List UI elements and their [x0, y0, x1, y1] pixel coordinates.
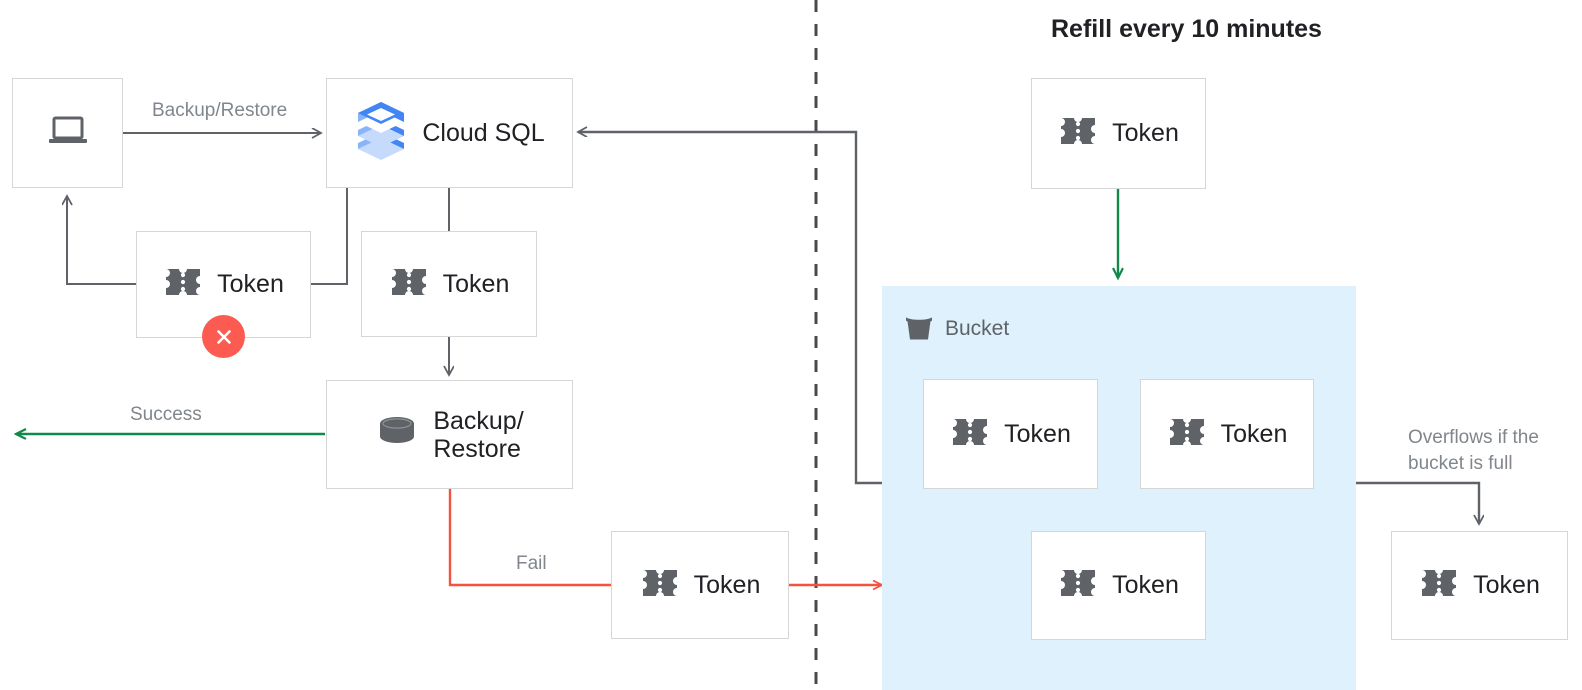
error-badge	[202, 315, 245, 358]
token-label: Token	[1112, 119, 1179, 147]
database-icon	[375, 413, 419, 456]
edge-label-success: Success	[130, 404, 202, 425]
token-label: Token	[442, 269, 510, 298]
node-backup-restore[interactable]: Backup/ Restore	[326, 380, 573, 489]
cloud-sql-label: Cloud SQL	[422, 119, 545, 147]
refill-heading: Refill every 10 minutes	[1051, 15, 1322, 43]
token-label: Token	[217, 270, 284, 298]
token-icon	[163, 266, 203, 303]
token-label: Token	[1112, 571, 1179, 599]
node-token-bucket-3[interactable]: Token	[1031, 531, 1206, 640]
token-icon	[640, 567, 680, 604]
token-icon	[1058, 115, 1098, 152]
wire-bucket-to-cloudsql	[578, 132, 882, 485]
cloud-sql-icon	[354, 100, 408, 167]
token-label: Token	[1004, 419, 1071, 448]
token-icon	[1058, 567, 1098, 604]
node-token-consumed[interactable]: Token	[361, 231, 537, 337]
node-token-bucket-1[interactable]: Token	[923, 379, 1098, 489]
wire-overflow	[1356, 481, 1479, 524]
node-token-refill[interactable]: Token	[1031, 78, 1206, 189]
token-label: Token	[1473, 571, 1540, 599]
node-cloud-sql[interactable]: Cloud SQL	[326, 78, 573, 188]
node-client[interactable]	[12, 78, 123, 188]
bucket-region-title: Bucket	[903, 311, 1009, 346]
node-token-fail[interactable]: Token	[611, 531, 789, 639]
edge-label-backup-restore: Backup/Restore	[152, 100, 288, 121]
node-token-bucket-2[interactable]: Token	[1140, 379, 1314, 489]
token-label: Token	[693, 570, 761, 599]
edge-label-fail: Fail	[516, 553, 547, 574]
backup-restore-label: Backup/ Restore	[433, 406, 524, 463]
close-icon	[216, 329, 231, 344]
token-icon	[389, 266, 429, 303]
bucket-icon	[903, 311, 935, 346]
token-icon	[1419, 567, 1459, 604]
laptop-icon	[47, 114, 89, 153]
token-icon	[950, 416, 990, 453]
edge-label-overflow: Overflows if the bucket is full	[1408, 427, 1539, 474]
token-icon	[1167, 416, 1207, 453]
node-token-overflow[interactable]: Token	[1391, 531, 1568, 640]
wire-cloudsql-to-rejected-token	[311, 188, 348, 285]
token-label: Token	[1220, 419, 1288, 448]
wire-rejected-token-to-client	[67, 196, 137, 285]
bucket-label: Bucket	[945, 316, 1010, 340]
